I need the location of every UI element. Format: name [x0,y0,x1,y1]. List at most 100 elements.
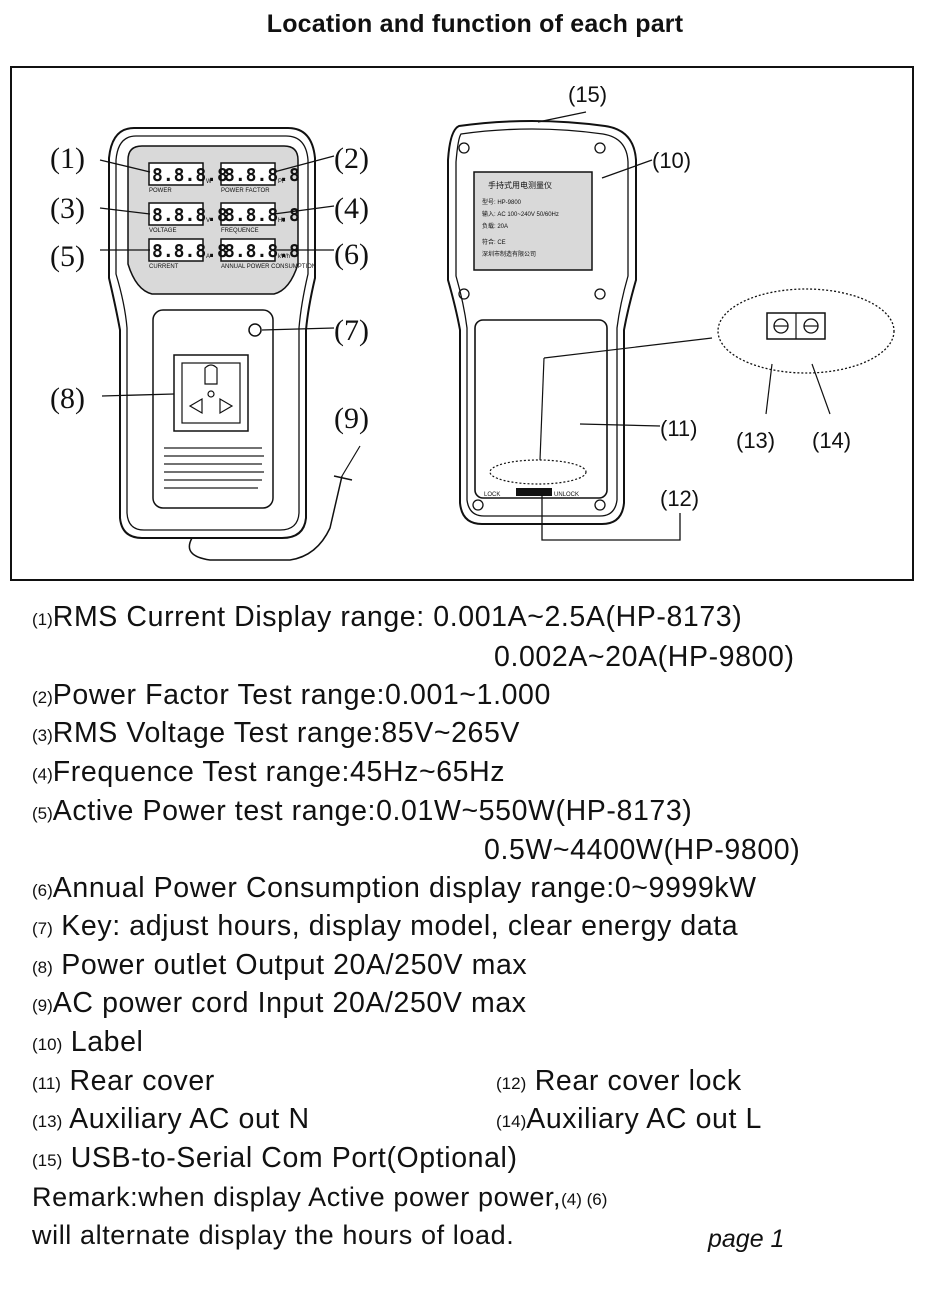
item-number: (14) [496,1112,527,1131]
callout-9: (9) [334,402,369,435]
consumption-display [220,238,276,262]
unit-kwh: kWh [278,254,290,260]
lcd-digits: 8.8.8.8 [152,165,228,186]
leader-lines [99,111,681,541]
remark-line-1: Remark:when display Active power power,(… [32,1180,607,1217]
unit-v: V [206,218,210,224]
item-text: AC power cord Input 20A/250V max [52,987,527,1019]
item-text: USB-to-Serial Com Port(Optional) [62,1142,518,1174]
item-number: (6) [32,881,53,900]
desc-line-8: (8) Power outlet Output 20A/250V max [32,948,527,985]
item-text: Annual Power Consumption display range:0… [52,872,757,904]
rear-label-plate [473,171,593,271]
unit-pf: PF [278,179,286,185]
voltage-label: VOLTAGE [149,228,176,234]
unit-a: A [206,254,210,260]
item-number: (13) [32,1112,63,1131]
callout-5: (5) [50,240,85,273]
desc-line-3: (3)RMS Voltage Test range:85V~265V [32,716,520,753]
remark-text: Remark:when display Active power power, [32,1182,562,1212]
label-line: 负载: 20A [482,222,508,230]
callout-6: (6) [334,238,369,271]
item-text: Rear cover [60,1065,215,1097]
desc-line-1: (1)RMS Current Display range: 0.001A~2.5… [32,600,742,637]
consumption-label: ANNUAL POWER CONSUMPTION [221,264,316,270]
item-number: (3) [32,726,53,745]
power-label: POWER [149,188,172,194]
item-text: 0.5W~4400W(HP-9800) [484,834,801,866]
callout-11: (11) [660,416,698,441]
power-display [148,162,204,186]
lcd-digits: 8.8.8.8 [152,205,228,226]
item-number: (9) [32,996,53,1015]
aux-terminal-detail [717,288,895,415]
power-factor-display [220,162,276,186]
item-number: (11) [32,1074,61,1093]
callout-12: (12) [660,486,699,511]
lock-label: LOCK [484,492,500,498]
item-number: (7) [32,919,53,938]
label-line: 输入: AC 100~240V 50/60Hz [482,210,559,218]
desc-line-10: (10) Label [32,1025,144,1062]
callout-2: (2) [334,142,369,175]
callout-1: (1) [50,142,85,175]
desc-line-5b: 0.5W~4400W(HP-9800) [484,833,800,867]
item-text: RMS Voltage Test range:85V~265V [52,717,521,749]
callout-14: (14) [812,428,851,453]
desc-line-7: (7) Key: adjust hours, display model, cl… [32,909,738,946]
label-line: 符合: CE [482,238,506,246]
unlock-label: UNLOCK [554,492,579,498]
item-text: 0.002A~20A(HP-9800) [494,641,795,673]
callout-10: (10) [652,148,691,173]
item-text: Active Power test range:0.01W~550W(HP-81… [52,795,693,827]
lcd-digits: 8.8.8.8 [224,205,300,226]
item-text: Frequence Test range:45Hz~65Hz [52,756,506,788]
desc-line-2: (2)Power Factor Test range:0.001~1.000 [32,678,551,715]
frequence-label: FREQUENCE [221,228,259,234]
panel-note-lines [164,447,264,489]
callout-13: (13) [736,428,775,453]
label-line: 型号: HP-9800 [482,198,522,206]
item-text: Label [62,1026,144,1058]
item-text: Key: adjust hours, display model, clear … [52,910,739,942]
unit-w: W [206,179,212,185]
desc-line-1b: 0.002A~20A(HP-9800) [494,640,795,674]
remark-text: will alternate display the hours of load… [32,1220,515,1250]
lcd-digits: 8.8.8.8 [152,241,228,262]
item-text: Power Factor Test range:0.001~1.000 [52,679,551,711]
item-number: (1) [32,610,53,629]
device-illustration: 8.8.8.8 8.8.8.8 8.8.8.8 8.8.8.8 8.8.8.8 … [50,82,895,561]
callout-4: (4) [334,192,369,225]
front-displays: 8.8.8.8 8.8.8.8 8.8.8.8 8.8.8.8 8.8.8.8 … [148,162,316,270]
desc-line-11: (11) Rear cover [32,1064,215,1101]
callout-labels: (1) (2) (3) (4) (5) (6) (7) (8) (9) [50,142,369,435]
desc-line-5: (5)Active Power test range:0.01W~550W(HP… [32,794,692,831]
power-factor-label: POWER FACTOR [221,188,270,194]
remark-refs: (4) (6) [561,1190,608,1209]
lock-slider [516,488,552,496]
item-text: Power outlet Output 20A/250V max [52,949,528,981]
current-label: CURRENT [149,264,179,270]
item-number: (15) [32,1151,63,1170]
desc-line-12: (12) Rear cover lock [496,1064,742,1101]
label-title: 手持式用电测量仪 [488,180,552,190]
item-number: (8) [32,958,53,977]
callout-7: (7) [334,314,369,347]
label-line: 深圳市制造有限公司 [482,250,536,258]
callout-15: (15) [568,82,607,107]
unit-hz: Hz [278,218,285,224]
item-number: (2) [32,688,53,707]
desc-line-4: (4)Frequence Test range:45Hz~65Hz [32,755,505,792]
item-number: (12) [496,1074,527,1093]
lcd-digits: 8.8.8.8 [224,241,300,262]
item-number: (4) [32,765,53,784]
desc-line-6: (6)Annual Power Consumption display rang… [32,871,757,908]
callout-8: (8) [50,382,85,415]
item-number: (5) [32,804,53,823]
back-view [447,120,713,525]
desc-line-13: (13) Auxiliary AC out N [32,1102,310,1139]
remark-line-2: will alternate display the hours of load… [32,1218,514,1252]
page-number: page 1 [708,1225,785,1253]
item-text: Auxiliary AC out N [62,1103,310,1135]
desc-line-14: (14)Auxiliary AC out L [496,1102,762,1139]
